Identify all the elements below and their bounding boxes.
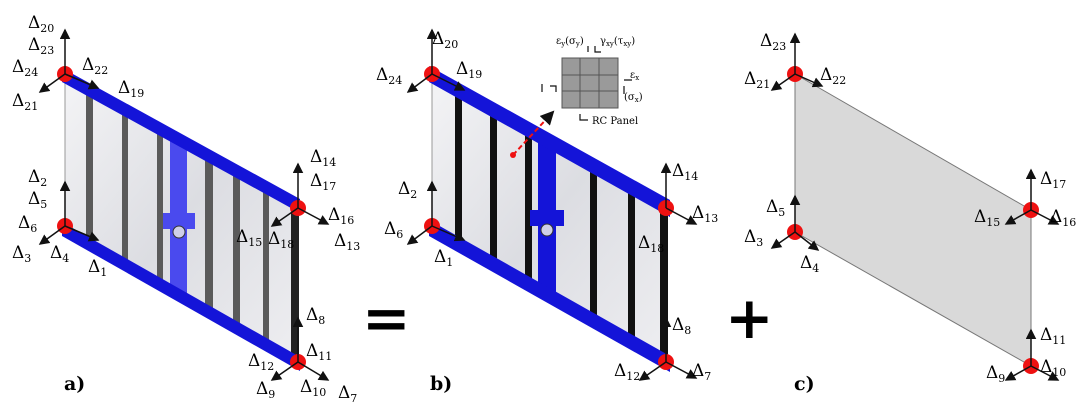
inset-leader-arrow: [512, 110, 555, 156]
panel-b: [406, 28, 698, 381]
dof-label: Δ10: [300, 377, 326, 399]
dof-label: Δ8: [306, 305, 325, 327]
dof-label: Δ9: [256, 379, 275, 401]
dof-label: Δ18: [638, 233, 664, 255]
panel-a-labels: Δ20 Δ23 Δ24 Δ22 Δ19 Δ21 Δ2 Δ5 Δ6 Δ3 Δ4 Δ…: [12, 13, 360, 404]
dof-label: Δ15: [974, 207, 1000, 229]
dof-label: Δ3: [12, 243, 31, 265]
dof-label: Δ6: [18, 213, 37, 235]
dof-label: Δ14: [672, 161, 698, 183]
dof-label: Δ23: [760, 31, 786, 53]
dof-label: Δ14: [310, 147, 336, 169]
dof-label: Δ24: [376, 65, 402, 87]
panel-b-labels: Δ20 Δ24 Δ19 Δ2 Δ6 Δ1 Δ14 Δ13 Δ18 Δ8 Δ12 …: [376, 29, 718, 395]
dof-label: Δ23: [28, 35, 54, 57]
dof-label: Δ19: [456, 59, 482, 81]
inset-stress-x: (σx): [624, 92, 643, 104]
dof-label: Δ6: [384, 219, 403, 241]
dof-label: Δ5: [766, 197, 785, 219]
dof-label: Δ22: [820, 65, 846, 87]
inset-shear-strain: γxy(τxy): [600, 36, 635, 48]
dof-label: Δ11: [306, 341, 332, 363]
inset-strain-y: εy(σy): [556, 36, 584, 48]
dof-label: Δ13: [334, 231, 360, 253]
inset-rc-panel-label: RC Panel: [592, 116, 638, 127]
dof-label: Δ20: [28, 13, 54, 35]
dof-label: Δ7: [338, 383, 357, 404]
dof-label: Δ16: [1050, 207, 1076, 229]
rc-panel-inset: [510, 46, 632, 158]
panel-c-dof-arrows: [770, 32, 1060, 381]
inset-strain-x: εx: [630, 70, 639, 82]
panel-a-caption: a): [64, 373, 85, 395]
plus-sign: +: [725, 284, 774, 352]
dof-label: Δ12: [614, 361, 640, 383]
panel-a-bottom-beam: [62, 222, 300, 371]
dof-label: Δ17: [1040, 169, 1066, 191]
panel-b-bottom-beam: [429, 220, 670, 372]
dof-label: Δ2: [28, 167, 47, 189]
dof-label: Δ3: [744, 227, 763, 249]
dof-label: Δ21: [744, 69, 770, 91]
dof-label: Δ19: [118, 78, 144, 100]
equals-sign: =: [362, 284, 411, 352]
dof-label: Δ8: [672, 315, 691, 337]
panel-b-caption: b): [430, 373, 452, 395]
dof-label: Δ10: [1040, 357, 1066, 379]
dof-label: Δ13: [692, 203, 718, 225]
dof-label: Δ1: [88, 257, 107, 279]
panel-a: [38, 28, 330, 381]
dof-label: Δ21: [12, 91, 38, 113]
dof-label: Δ24: [12, 57, 38, 79]
panel-b-central-column: [530, 138, 564, 302]
dof-label: Δ15: [236, 227, 262, 249]
dof-label: Δ1: [434, 247, 453, 269]
dof-label: Δ17: [310, 171, 336, 193]
dof-label: Δ2: [398, 179, 417, 201]
panel-a-top-beam: [62, 68, 300, 213]
dof-label: Δ18: [268, 229, 294, 251]
dof-label: Δ7: [692, 361, 711, 383]
panel-c: [770, 32, 1060, 381]
panel-b-top-beam: [429, 66, 670, 217]
panel-b-dof-arrows: [406, 28, 698, 381]
dof-label: Δ12: [248, 351, 274, 373]
dof-label: Δ11: [1040, 325, 1066, 347]
dof-label: Δ16: [328, 205, 354, 227]
dof-label: Δ22: [82, 55, 108, 77]
dof-label: Δ9: [986, 363, 1005, 385]
panel-c-labels: Δ23 Δ21 Δ22 Δ17 Δ15 Δ16 Δ5 Δ3 Δ4 Δ11 Δ9 …: [744, 31, 1076, 395]
dof-label: Δ4: [800, 253, 819, 275]
panel-a-dof-arrows: [38, 28, 330, 381]
dof-label: Δ20: [432, 29, 458, 51]
dof-label: Δ4: [50, 243, 69, 265]
panel-a-central-column: [163, 135, 195, 300]
dof-label: Δ5: [28, 189, 47, 211]
panel-c-caption: c): [794, 373, 815, 395]
